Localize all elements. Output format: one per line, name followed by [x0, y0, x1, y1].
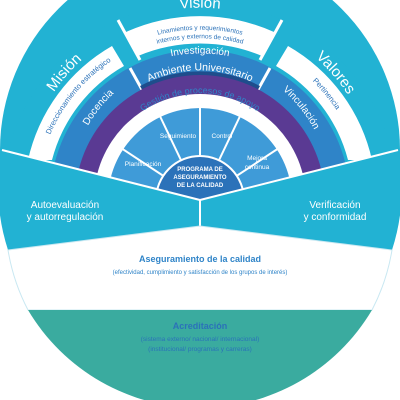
vision-subtitle-band [126, 16, 274, 57]
mejora-label-1: Mejora [247, 155, 267, 162]
acreditacion-line-1: (sistema externo/ nacional/ internaciona… [141, 336, 260, 343]
autoevaluacion-line-2: y autorregulación [27, 212, 104, 223]
verificacion-panel [200, 150, 400, 250]
mejora-label-2: continua [245, 164, 270, 171]
valores-subtitle-band [276, 46, 372, 160]
aseguramiento-title: Aseguramiento de la calidad [139, 254, 261, 264]
investigacion-label: Investigación [169, 45, 230, 59]
verificacion-line-2: y conformidad [304, 212, 367, 223]
acreditacion-title: Acreditación [173, 321, 228, 331]
autoevaluacion-line-1: Autoevaluación [31, 200, 99, 211]
divider-right [258, 19, 284, 61]
autoevaluacion-panel [0, 150, 200, 250]
center-line-2: ASEGURAMIENTO [173, 175, 227, 181]
seguimiento-label: Seguimiento [160, 133, 197, 140]
panel-top-edge-right [199, 149, 399, 201]
divider-left [116, 19, 142, 61]
verificacion-line-1: Verificación [309, 200, 360, 211]
vision-label: Visión [179, 0, 222, 13]
aseguramiento-band [7, 225, 393, 311]
aseguramiento-subtitle: (efectividad, cumplimiento y satisfacció… [113, 270, 288, 276]
planificacion-label: Planificación [125, 161, 162, 168]
mision-subtitle-band [28, 46, 124, 160]
center-line-3: DE LA CALIDAD [177, 183, 224, 189]
panel-top-edge-left [1, 149, 201, 201]
control-label: Control [212, 133, 234, 140]
center-line-1: PROGRAMA DE [177, 167, 222, 173]
acreditacion-line-2: (institucional/ programas y carreras) [148, 346, 252, 353]
acreditacion-band [28, 310, 372, 400]
